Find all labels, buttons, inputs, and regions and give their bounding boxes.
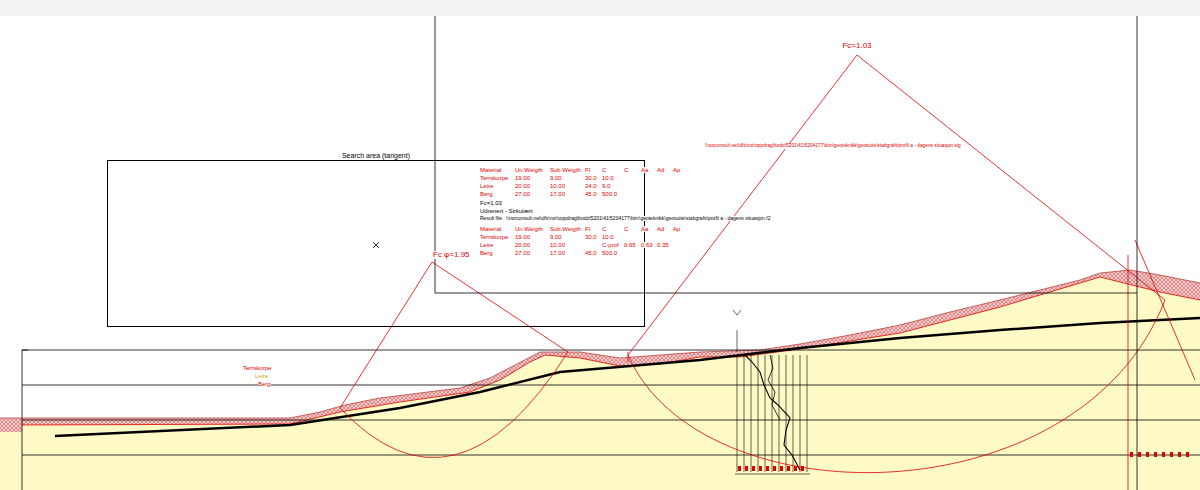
slip-surface-1 xyxy=(340,262,568,458)
table-cell: C xyxy=(624,226,628,232)
table-cell: 9.0 xyxy=(602,183,610,189)
top-band xyxy=(0,0,1200,16)
table-cell: Ap xyxy=(673,226,680,232)
clay-ground xyxy=(0,270,1200,490)
table-cell: 9.00 xyxy=(550,175,562,181)
file-path: Result file : \\norconsult.net\dfs\nor\o… xyxy=(480,216,770,221)
table-cell: 20.00 xyxy=(515,183,530,189)
file-path: \\norconsult.net\dfs\nor\oppdrag\bodo\52… xyxy=(705,144,961,149)
slip-surface-2 xyxy=(628,55,1195,490)
table-cell: 45.0 xyxy=(585,191,597,197)
table-cell: Ad xyxy=(657,226,664,232)
bedrock-line xyxy=(55,318,1200,436)
layer-name: Terrskorpe xyxy=(243,365,271,371)
table-cell: Aa xyxy=(641,226,648,232)
table-cell: 0.35 xyxy=(657,242,669,248)
table-cell: Material xyxy=(480,167,501,173)
table-cell: 9.00 xyxy=(550,234,562,240)
table-cell: C xyxy=(602,167,606,173)
table-cell: 10.00 xyxy=(550,183,565,189)
table-cell: Un.Weigth xyxy=(515,226,543,232)
safety-factor: Fc=1.03 xyxy=(480,200,502,206)
table-cell: 27.00 xyxy=(515,250,530,256)
table-cell: 45.0 xyxy=(585,250,597,256)
table-cell: 30.0 xyxy=(585,234,597,240)
borehole-sounding xyxy=(733,310,810,474)
table-cell: C xyxy=(602,226,606,232)
table-cell: Terrskorpe xyxy=(480,175,508,181)
table-cell: Berg xyxy=(480,191,493,197)
analysis-note: Udrenert - Sirkulært xyxy=(480,208,533,214)
table-cell: 30.0 xyxy=(585,175,597,181)
table-cell: C xyxy=(624,167,628,173)
table-cell: 24.0 xyxy=(585,183,597,189)
table-cell: Un.Weigth xyxy=(515,167,543,173)
level-grid xyxy=(22,350,1200,490)
table-cell: 19.00 xyxy=(515,175,530,181)
table-cell: Aa xyxy=(641,167,648,173)
table-cell: 10.0 xyxy=(602,175,614,181)
terrain-surface xyxy=(0,270,1200,418)
table-cell: C-prof xyxy=(602,242,619,248)
table-cell: Ad xyxy=(657,167,664,173)
table-cell: FI xyxy=(585,167,590,173)
table-cell: 10.0 xyxy=(602,234,614,240)
dry-crust-layer xyxy=(0,270,1200,432)
table-cell: 17.00 xyxy=(550,191,565,197)
table-cell: Terrskorpe xyxy=(480,234,508,240)
table-cell: 0.63 xyxy=(641,242,653,248)
frame-lines xyxy=(435,16,1137,490)
table-cell: 19.00 xyxy=(515,234,530,240)
table-cell: Leire xyxy=(480,183,493,189)
safety-factor: Fc φ=1.95 xyxy=(433,251,470,259)
crust-boundary xyxy=(22,277,1200,425)
table-cell: Ap xyxy=(673,167,680,173)
table-cell: 0.65 xyxy=(624,242,636,248)
layer-name: Leire xyxy=(255,373,268,379)
centre-cross xyxy=(373,242,379,248)
table-cell: 500.0 xyxy=(602,250,617,256)
table-cell: 10.00 xyxy=(550,242,565,248)
area-heading: Search area (tangent) xyxy=(342,152,410,159)
table-cell: FI xyxy=(585,226,590,232)
table-cell: 17.00 xyxy=(550,250,565,256)
table-cell: Material xyxy=(480,226,501,232)
table-cell: Sub.Weigth xyxy=(550,226,581,232)
table-cell: Leire xyxy=(480,242,493,248)
safety-factor: Fc=1.03 xyxy=(842,42,871,50)
layer-name: Berg xyxy=(258,381,271,387)
table-cell: 500.0 xyxy=(602,191,617,197)
table-cell: Berg xyxy=(480,250,493,256)
table-cell: 27.00 xyxy=(515,191,530,197)
table-cell: Sub.Weigth xyxy=(550,167,581,173)
table-cell: 20.00 xyxy=(515,242,530,248)
